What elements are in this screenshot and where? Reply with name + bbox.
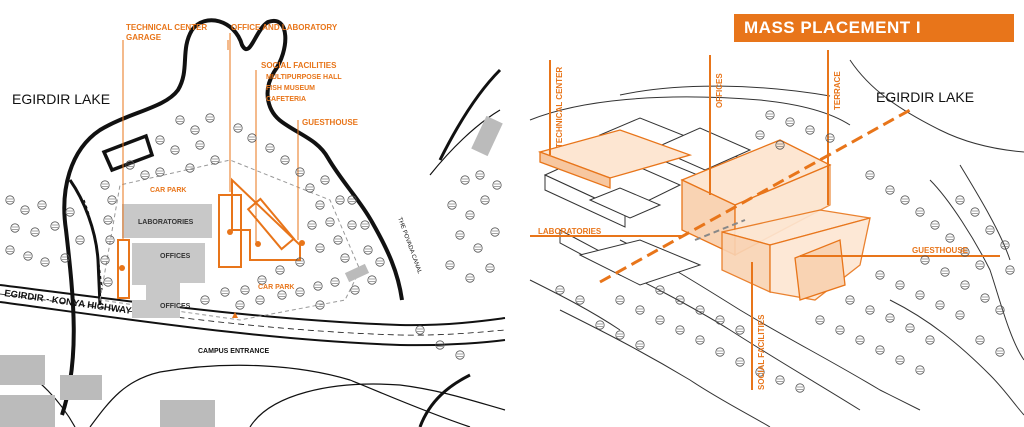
west-road-dashed [83,199,103,291]
right-social-facilities-label: SOCIAL FACILITIES [757,314,766,390]
offices-label-1: OFFICES [160,253,191,260]
lower-road-2 [249,383,506,427]
canal-label: THE POVADA CANAL [396,217,422,276]
block-3 [0,395,55,427]
block-1 [0,355,45,385]
right-leader-lines [530,50,1000,390]
highway-edge-2 [0,301,506,347]
right-terrace-label: TERRACE [833,71,842,110]
left-lake-label: EGIRDIR LAKE [12,91,110,107]
gray-small-1 [344,263,370,283]
campus-boundary [99,159,361,321]
technical-center-label-2: GARAGE [126,33,162,42]
technical-center-label-1: TECHNICAL CENTER [126,23,207,32]
laboratories-label: LABORATORIES [138,219,194,226]
orange-dots [119,229,305,318]
laboratories-building [122,204,212,238]
right-guesthouse-label: GUESTHOUSE [912,246,969,255]
leader-lines [122,33,299,242]
social-item-2: FISH MUSEUM [266,85,315,92]
car-park-2: CAR PARK [258,284,294,291]
car-park-1: CAR PARK [150,187,186,194]
canal-line [429,109,501,176]
left-guesthouse-label: GUESTHOUSE [302,118,359,127]
right-offices-label: OFFICES [715,73,724,108]
highway-edge-1 [0,284,506,327]
social-item-1: MULTIPURPOSE HALL [266,74,342,81]
social-facilities-title: SOCIAL FACILITIES [261,61,337,70]
campus-entrance-label: CAMPUS ENTRANCE [198,348,270,355]
office-lab-label: OFFICE AND LABORATORY [231,23,338,32]
mass-placement-title: MASS PLACEMENT I [734,14,1014,42]
block-2 [60,375,102,400]
social-item-3: CAFETERIA [266,96,306,103]
proposed-masses [537,129,871,301]
left-site-plan: EGIRDIR LAKE TECHNICAL CENTER GARAGE OFF… [0,18,506,427]
right-laboratories-label: LABORATORIES [538,227,602,236]
highway-label: EGIRDIR - KONYA HIGHWAY [4,288,133,317]
gray-small-2 [471,115,503,157]
offices-building [132,243,205,318]
right-axonometric: EGIRDIR LAKE TECHNICAL CENTER OFFICES TE… [529,50,1024,427]
lower-road [89,364,471,427]
curve-bottom [418,373,471,427]
terrace-axis [599,108,911,284]
lake-inlet [101,133,155,173]
offices-label-2: OFFICES [160,303,191,310]
right-shore [438,68,502,161]
block-4 [160,400,215,427]
right-lake-label: EGIRDIR LAKE [876,89,974,105]
lake-shoreline [60,18,404,416]
right-technical-center-label: TECHNICAL CENTER [555,67,564,148]
highway-center [0,293,506,336]
